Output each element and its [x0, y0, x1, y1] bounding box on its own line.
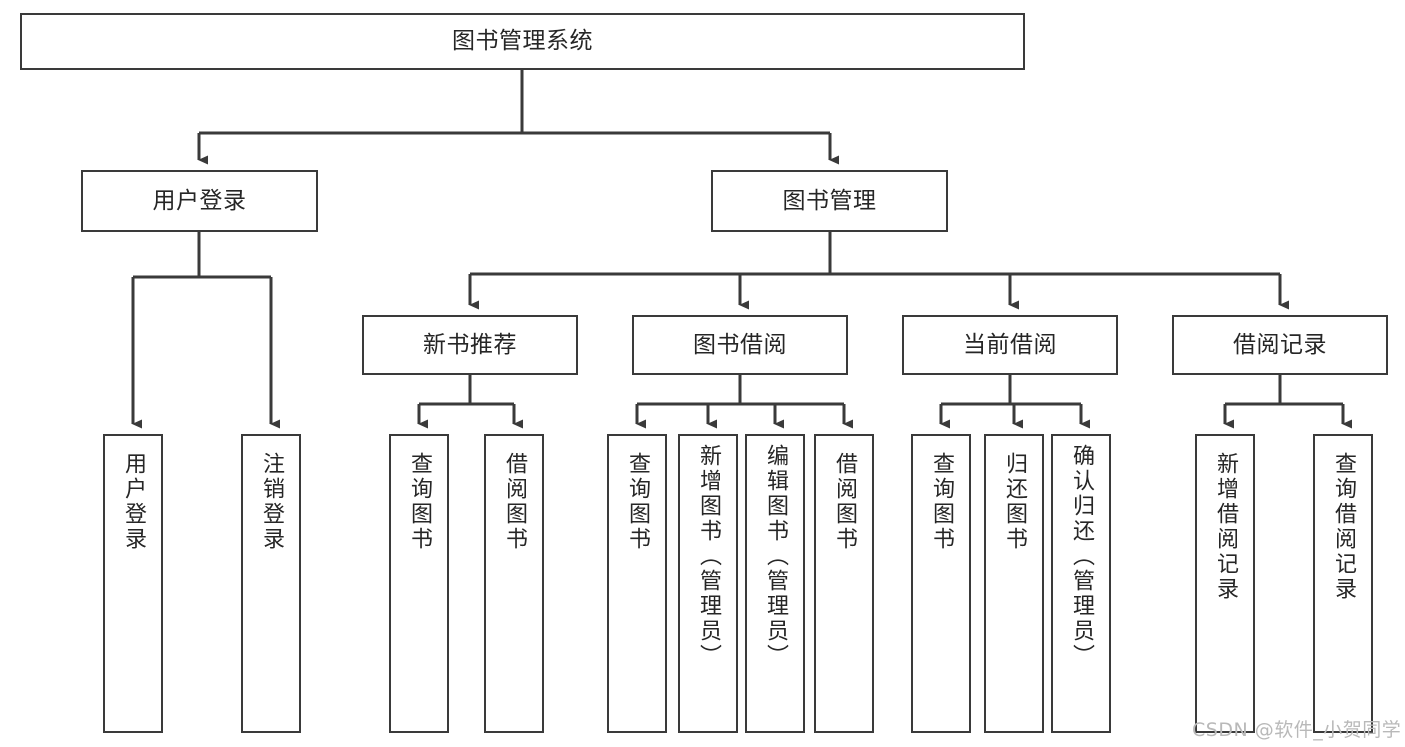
node-leaf-query-book-2[interactable]: 查询图书: [607, 434, 667, 733]
node-label-leaf-query-book-3: 查询图书: [929, 452, 954, 552]
node-label-leaf-confirm-return: 确认归还（管理员）: [1069, 444, 1094, 669]
node-label-new-book-recommend: 新书推荐: [423, 331, 517, 358]
edge-group-user-login: [131, 232, 280, 429]
node-label-user-login: 用户登录: [152, 187, 247, 214]
node-label-leaf-logout: 注销登录: [259, 452, 284, 552]
node-current-borrow[interactable]: 当前借阅: [902, 315, 1118, 375]
node-leaf-return-book[interactable]: 归还图书: [984, 434, 1044, 733]
node-label-leaf-add-borrow-record: 新增借阅记录: [1213, 452, 1238, 602]
edge-group-book-borrow: [635, 375, 853, 429]
node-label-leaf-query-book-2: 查询图书: [625, 452, 650, 552]
node-book-manage[interactable]: 图书管理: [711, 170, 948, 232]
node-label-current-borrow: 当前借阅: [963, 331, 1057, 358]
node-leaf-logout[interactable]: 注销登录: [241, 434, 301, 733]
node-leaf-add-book[interactable]: 新增图书（管理员）: [678, 434, 738, 733]
node-label-borrow-record: 借阅记录: [1233, 331, 1327, 358]
edge-group-book-manage: [468, 232, 1289, 310]
node-leaf-borrow-book-2[interactable]: 借阅图书: [814, 434, 874, 733]
node-label-leaf-borrow-book-1: 借阅图书: [502, 452, 527, 552]
edge-group-root: [197, 70, 839, 165]
node-label-leaf-user-login: 用户登录: [121, 452, 146, 552]
edge-group-new-book-rec: [417, 375, 523, 429]
node-label-book-manage: 图书管理: [782, 187, 877, 214]
node-user-login[interactable]: 用户登录: [81, 170, 318, 232]
node-leaf-borrow-book-1[interactable]: 借阅图书: [484, 434, 544, 733]
node-label-leaf-borrow-book-2: 借阅图书: [832, 452, 857, 552]
node-label-root: 图书管理系统: [452, 28, 593, 55]
node-label-leaf-edit-book: 编辑图书（管理员）: [763, 444, 788, 669]
node-leaf-query-book-3[interactable]: 查询图书: [911, 434, 971, 733]
node-root-system[interactable]: 图书管理系统: [20, 13, 1025, 70]
node-borrow-record[interactable]: 借阅记录: [1172, 315, 1388, 375]
node-book-borrow[interactable]: 图书借阅: [632, 315, 848, 375]
node-label-leaf-query-borrow-record: 查询借阅记录: [1331, 452, 1356, 602]
node-leaf-edit-book[interactable]: 编辑图书（管理员）: [745, 434, 805, 733]
node-label-book-borrow: 图书借阅: [693, 331, 787, 358]
edge-group-current-borrow: [939, 375, 1090, 429]
node-leaf-user-login[interactable]: 用户登录: [103, 434, 163, 733]
node-new-book-recommend[interactable]: 新书推荐: [362, 315, 578, 375]
node-leaf-query-borrow-record[interactable]: 查询借阅记录: [1313, 434, 1373, 733]
node-leaf-add-borrow-record[interactable]: 新增借阅记录: [1195, 434, 1255, 733]
node-label-leaf-add-book: 新增图书（管理员）: [696, 444, 721, 669]
node-label-leaf-return-book: 归还图书: [1002, 452, 1027, 552]
edge-group-borrow-record: [1223, 375, 1352, 429]
node-leaf-confirm-return[interactable]: 确认归还（管理员）: [1051, 434, 1111, 733]
node-leaf-query-book-1[interactable]: 查询图书: [389, 434, 449, 733]
node-label-leaf-query-book-1: 查询图书: [407, 452, 432, 552]
